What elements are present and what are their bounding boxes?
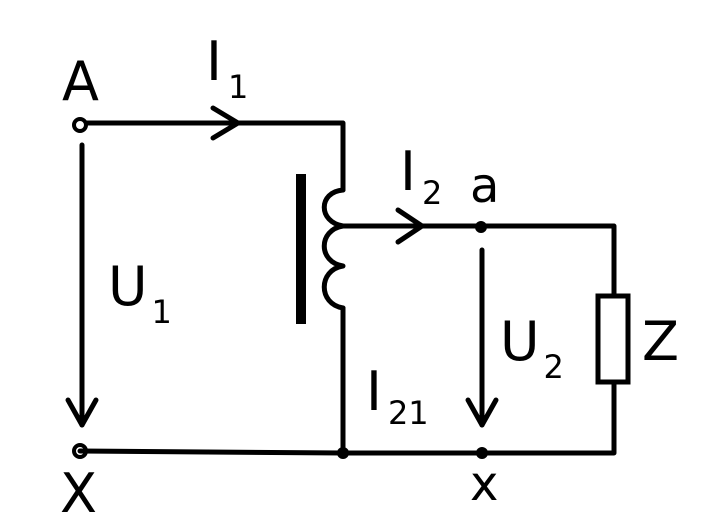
load-impedance-Z: [595, 293, 631, 385]
label-terminal-x: x: [470, 456, 498, 512]
label-terminal-X: X: [60, 462, 97, 525]
wire-top-primary: [77, 120, 346, 193]
transformer-coil: [321, 187, 346, 311]
label-voltage-U1-main: U: [108, 255, 148, 318]
wire-tap-secondary: [340, 223, 617, 299]
transformer-core-bar: [296, 174, 306, 324]
label-terminal-A: A: [62, 50, 99, 113]
node-a: [475, 221, 487, 233]
label-load-Z: Z: [642, 310, 679, 373]
label-voltage-U2-main: U: [500, 310, 540, 373]
label-current-I1-sub: 1: [228, 68, 248, 106]
label-current-I21-sub: 21: [388, 394, 429, 432]
label-current-I2-main: I: [400, 140, 416, 203]
current-I2-arrow: [395, 207, 425, 245]
label-current-I21-main: I: [366, 360, 382, 423]
wire-bottom-common: [77, 379, 617, 456]
label-current-I1-main: I: [206, 30, 222, 93]
terminal-A-circle: [72, 117, 88, 133]
label-terminal-a: a: [470, 158, 499, 214]
voltage-U1-arrow-head: [65, 397, 99, 428]
node-x: [476, 447, 488, 459]
node-coil-bottom: [337, 447, 349, 459]
label-current-I2-sub: 2: [422, 174, 442, 212]
current-I1-arrow: [210, 105, 241, 141]
label-voltage-U2-sub: 2: [544, 348, 564, 386]
label-voltage-U1-sub: 1: [152, 293, 172, 331]
voltage-U2-arrow-head: [465, 397, 499, 428]
